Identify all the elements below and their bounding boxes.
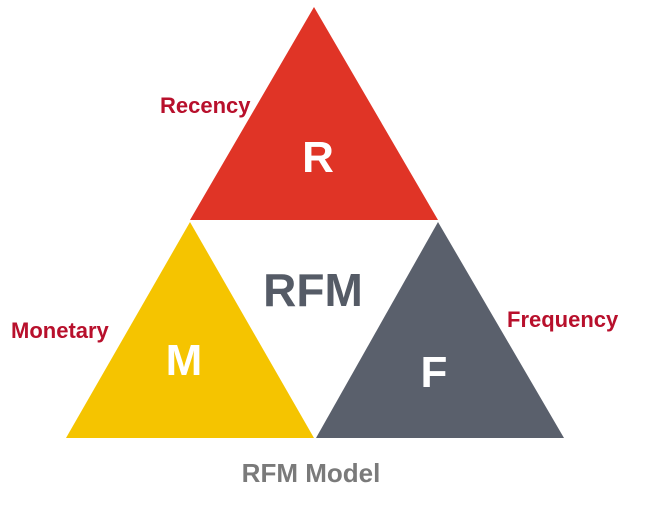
- frequency-letter: F: [421, 348, 448, 397]
- center-label: RFM: [263, 264, 363, 316]
- diagram-caption: RFM Model: [242, 458, 381, 488]
- monetary-triangle: [66, 222, 314, 438]
- monetary-letter: M: [166, 336, 203, 385]
- frequency-label: Frequency: [507, 307, 619, 332]
- monetary-label: Monetary: [11, 318, 110, 343]
- frequency-triangle: [316, 222, 564, 438]
- recency-triangle: [190, 7, 438, 220]
- recency-label: Recency: [160, 93, 251, 118]
- recency-letter: R: [302, 133, 334, 182]
